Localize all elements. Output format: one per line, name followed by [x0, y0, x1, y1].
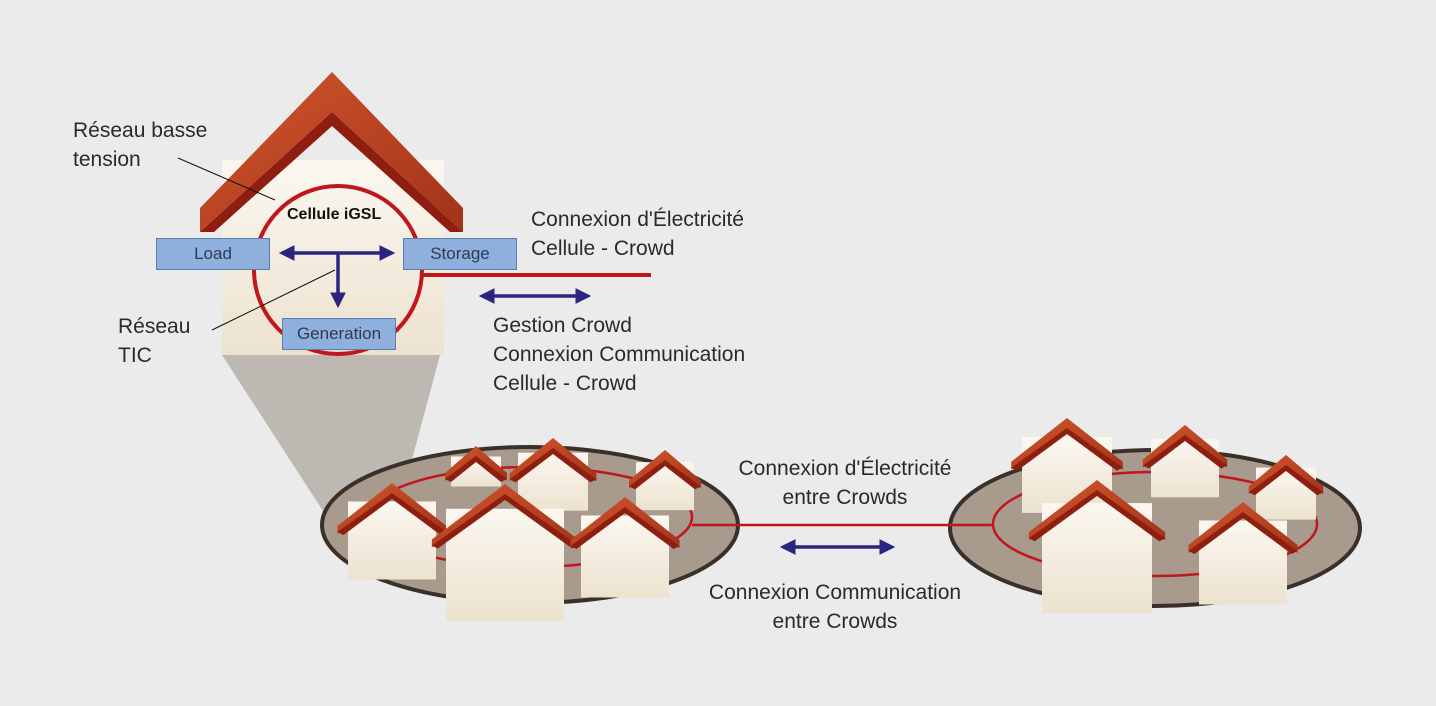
crowd-house [1028, 480, 1166, 614]
crowd-house [1188, 502, 1298, 605]
crowd-house [629, 450, 701, 511]
crowd-house [1248, 455, 1324, 520]
elec-cell-crowd-label: Connexion d'Électricité Cellule - Crowd [531, 208, 744, 260]
crowd-house [1011, 418, 1123, 513]
crowd-house [337, 483, 447, 580]
crowd-house [1142, 425, 1228, 498]
crowd-house [431, 484, 579, 621]
crowd-house [445, 446, 507, 487]
crowd-house [570, 497, 680, 598]
comm-between-crowds-label: Connexion Communication entre Crowds [708, 581, 962, 633]
low-voltage-ring [252, 184, 424, 356]
ict-network-label: Réseau TIC [118, 315, 191, 367]
storage-box: Storage [403, 238, 517, 270]
crowd-house [509, 438, 597, 511]
elec-between-crowds-label: Connexion d'Électricité entre Crowds [738, 457, 952, 509]
ict-leader [211, 269, 336, 331]
generation-box: Generation [282, 318, 396, 350]
comm-cell-crowd-label: Gestion Crowd Connexion Communication Ce… [493, 314, 746, 395]
cell-title: Cellule iGSL [287, 206, 382, 223]
low-voltage-label: Réseau basse tension [73, 119, 208, 171]
low-voltage-leader [177, 157, 276, 201]
load-box: Load [156, 238, 270, 270]
